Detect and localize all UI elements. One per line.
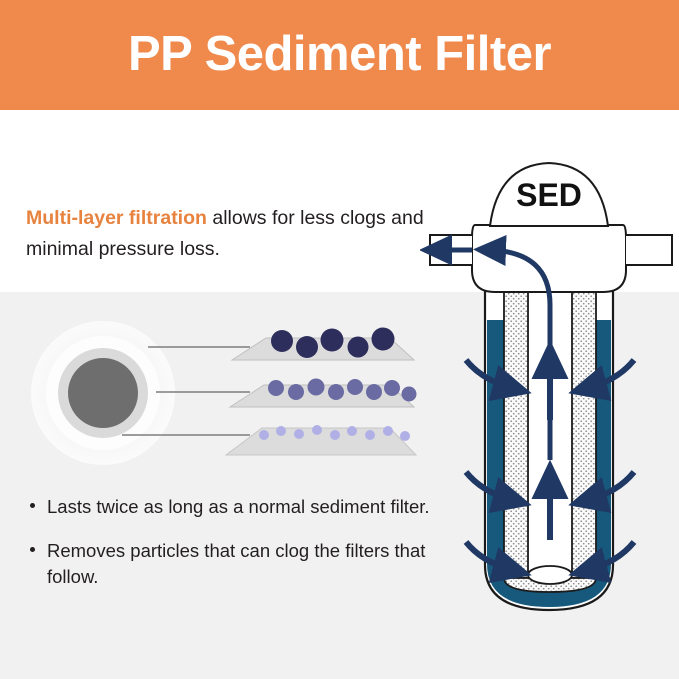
benefits-list: Lasts twice as long as a normal sediment…	[28, 494, 458, 590]
filter-head: SED	[429, 161, 673, 293]
arrow-inflow-right	[568, 470, 637, 514]
page-title: PP Sediment Filter	[127, 26, 552, 81]
particle	[312, 425, 322, 435]
particle	[307, 378, 325, 396]
particle	[400, 431, 410, 441]
particle	[366, 384, 382, 400]
particle	[276, 426, 286, 436]
flow-arrows	[420, 234, 637, 584]
arrow-downtube-to-outlet	[473, 235, 553, 460]
particle	[371, 327, 395, 351]
list-item: Lasts twice as long as a normal sediment…	[28, 494, 458, 520]
filter-cross-section-icon	[31, 321, 175, 465]
multi-layer-filtration-diagram	[31, 321, 418, 465]
cap-label: SED	[516, 177, 582, 213]
particle	[383, 426, 393, 436]
core-bottom-opening	[527, 565, 573, 585]
particles-coarse	[271, 327, 395, 358]
connector-lines	[122, 346, 250, 436]
inlet-port-right	[626, 234, 673, 266]
particles-fine	[259, 425, 410, 441]
intro-highlight: Multi-layer filtration	[26, 207, 207, 229]
particle	[330, 430, 340, 440]
particle	[268, 380, 284, 396]
intro-rest: allows for less clogs and minimal pressu…	[26, 207, 424, 260]
particle	[294, 429, 304, 439]
particle	[259, 430, 269, 440]
particle	[401, 386, 417, 402]
list-item-text: Lasts twice as long as a normal sediment…	[47, 496, 430, 517]
bullet-dot-icon	[30, 503, 35, 508]
layer-fine	[224, 425, 418, 456]
particle	[347, 426, 357, 436]
particle	[384, 380, 400, 396]
particles-medium	[268, 378, 417, 402]
layer-coarse	[230, 327, 416, 361]
head-dome	[488, 161, 610, 227]
particle	[328, 384, 344, 400]
particle	[365, 430, 375, 440]
particle	[347, 379, 363, 395]
arrow-inflow-right	[568, 540, 637, 584]
particle	[271, 330, 293, 352]
layer-medium	[228, 378, 417, 408]
head-body	[471, 224, 627, 293]
arrow-inflow-left	[463, 540, 532, 584]
intro-paragraph: Multi-layer filtration allows for less c…	[26, 203, 446, 265]
list-item-text: Removes particles that can clog the filt…	[47, 540, 426, 587]
particle	[347, 336, 369, 358]
arrow-inflow-left	[463, 358, 532, 402]
header-banner: PP Sediment Filter	[0, 0, 679, 110]
circle-core	[68, 358, 138, 428]
list-item: Removes particles that can clog the filt…	[28, 538, 458, 590]
bullet-dot-icon	[30, 547, 35, 552]
arrow-inflow-right	[568, 358, 637, 402]
arrow-inflow-left	[463, 470, 532, 514]
particle	[296, 336, 318, 358]
particle	[288, 384, 304, 400]
particle	[320, 328, 344, 352]
sediment-filter-illustration: SED	[420, 161, 673, 612]
